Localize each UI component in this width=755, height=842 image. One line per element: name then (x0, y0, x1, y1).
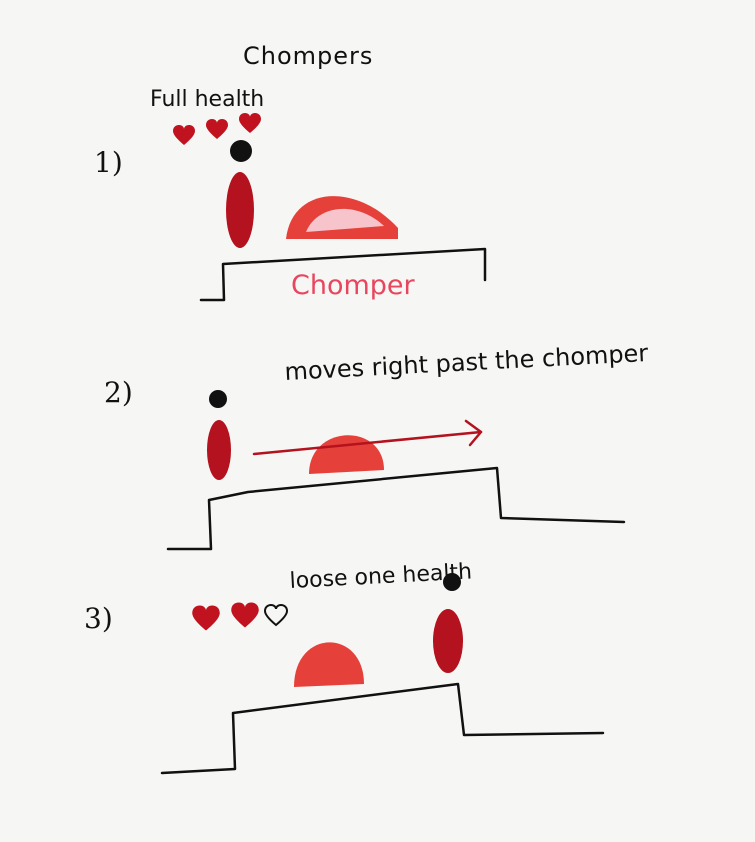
panel-3-chomper (294, 642, 364, 687)
panel-3-player (433, 573, 463, 673)
panel-1-platform (199, 247, 487, 302)
panel-2-player (207, 390, 231, 480)
heart-full-icon (231, 602, 259, 628)
panel-2: 2) moves right past the chomper (104, 339, 649, 551)
panel-3: 3) loose one health (84, 559, 605, 775)
player-head (443, 573, 461, 591)
player-head (209, 390, 227, 408)
panel-1-player (226, 140, 254, 248)
panel-3-hearts (192, 602, 288, 631)
heart-full-icon (173, 125, 195, 145)
panel-1-hearts (173, 113, 261, 145)
heart-empty-icon (264, 604, 288, 626)
panel-2-number: 2) (104, 376, 133, 409)
player-body (226, 172, 254, 248)
chomper-mouth (306, 208, 384, 232)
panel-1-chomper (286, 196, 398, 239)
panel-3-platform (160, 682, 605, 775)
panel-3-number: 3) (84, 602, 113, 635)
panel-2-chomper (309, 435, 384, 474)
panel-1-caption: Full health (150, 87, 264, 112)
panel-2-caption: moves right past the chomper (284, 339, 649, 386)
panel-1: 1) Full health Chomper (94, 87, 487, 302)
arrow-right-icon (252, 419, 483, 456)
heart-full-icon (192, 605, 220, 631)
player-body (207, 420, 231, 480)
player-head (230, 140, 252, 162)
player-body (433, 609, 463, 673)
panel-2-platform (166, 466, 626, 551)
chomper-label: Chomper (291, 270, 416, 301)
panel-1-number: 1) (94, 146, 123, 179)
page-title: Chompers (243, 42, 373, 70)
heart-full-icon (206, 119, 228, 139)
heart-full-icon (239, 113, 261, 133)
